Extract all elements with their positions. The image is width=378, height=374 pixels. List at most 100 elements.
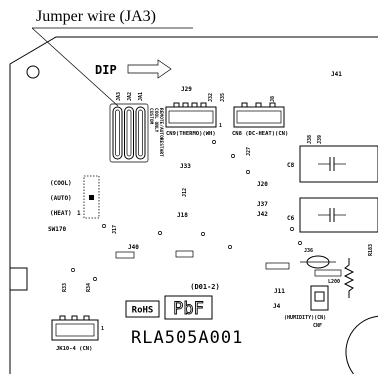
dip-label: DIP [95,63,117,77]
ref-label: J33 [180,163,191,170]
via [298,241,302,245]
capacitor-label: C6 [287,215,295,222]
ref-label: J12 [182,188,188,197]
small-parts [115,250,355,298]
resistor-zigzag [343,258,355,298]
via [212,140,216,144]
ref-label: R34 [86,283,92,292]
jumper-wire-ja1 [135,106,146,160]
jumper-wire-ja3 [112,106,123,160]
ref-label: J18 [177,212,188,219]
hollow-right-arrow-icon [127,59,172,79]
ref-label: L200 [328,279,340,285]
board-markings: (D01-2) RoHS PbF RLA505A001 [125,283,243,348]
dip-switch: (COOL) (AUTO) (HEAT) 1 SW170 [48,175,100,233]
ref-label: J11 [274,288,285,295]
ref-label: J37 [257,201,268,208]
connector-pin [200,102,207,108]
rohs-mark: RoHS [132,306,154,316]
connector-pin [173,102,180,108]
capacitor-label: C8 [287,162,295,169]
connector-pin [255,102,262,108]
thermo-connector: CN9(THERMO)(WH) 1 [165,102,222,137]
via [93,277,97,281]
capacitor-outline [299,197,378,233]
jumper-ref-ja3: JA3 [116,92,122,101]
ref-label: J29 [181,86,192,93]
rohs-box [125,300,160,318]
capacitor-c8: C8 [287,145,378,183]
smd-part [115,251,135,259]
capacitor-c6: C6 [287,197,378,233]
via [71,268,75,272]
board-part-number: RLA505A001 [131,328,243,348]
jumper-wire-ja3-inner [115,109,120,157]
smd-part [175,250,194,258]
ref-label: J32 [208,93,214,102]
dip-switch-ref: SW170 [48,226,66,233]
ref-label: R183 [368,244,374,256]
large-capacitor-outline [345,315,378,374]
connector-pin [83,315,90,321]
via [201,232,205,236]
dip-mode-heat: (HEAT) [50,210,72,217]
connector-pin [269,102,276,108]
ref-label: J40 [128,244,139,251]
revision-label: (D01-2) [190,283,220,291]
via [102,224,106,228]
ref-label: J41 [331,71,342,78]
ref-label: J42 [257,211,268,218]
humidity-connector-label: (HUMIDITY)(CN) [284,315,326,321]
dip-pin-one: 1 [77,210,81,217]
pbf-mark: PbF [173,299,204,319]
ref-label: J38 [307,135,313,144]
connector-inner [55,323,95,337]
ref-label: J17 [112,225,118,234]
dip-switch-actuator [89,195,94,200]
jumper-block: JA3 JA2 JA1 CUSTOM COOL ONLY REMOTE/AUTO… [109,92,164,163]
connector-pin [241,102,248,108]
ref-label: J8 [270,96,276,102]
bottom-left-connector-label: JK10-4 (CN) [56,346,92,352]
jumper-wire-ja1-inner [138,109,143,157]
connector-pin [59,315,66,321]
reference-designators: J41 J29 J32 J35 J8 J38 J39 J27 J33 J20 J… [62,71,374,310]
ref-label: J4 [273,303,281,310]
jumper-ref-ja1: JA1 [138,92,144,101]
smd-part [265,262,290,270]
jumper-ref-ja2: JA2 [127,92,133,101]
board-outline [9,36,378,374]
dip-indicator: DIP [95,59,172,79]
pin-one-marker: 1 [101,326,104,332]
humidity-connector-ref: CNF [313,323,322,329]
via [246,170,250,174]
connector-pin [71,315,78,321]
capacitor-outline [299,145,378,183]
ref-label: J27 [246,147,252,156]
ref-label: J20 [257,181,268,188]
vias [71,140,302,281]
jumper-function-label: REMOTE/AUTORESTART [158,108,164,157]
ref-label: R33 [62,283,68,292]
bottom-left-connector: JK10-4 (CN) 1 [51,315,104,352]
dip-mode-auto: (AUTO) [50,195,72,202]
jumper-wire-ja2-inner [126,109,132,157]
callout-label: Jumper wire (JA3) [36,8,156,25]
jumper-wire-ja2 [124,106,134,160]
connector-body [165,106,217,128]
pin-one-marker: 1 [219,123,222,129]
dip-mode-cool: (COOL) [50,180,72,187]
connector-body [51,319,99,341]
jumper-block-frame [109,103,149,163]
smd-part [314,269,342,277]
connector-body [310,285,329,311]
jumper-callout: Jumper wire (JA3) [31,8,193,107]
board-edge [9,36,378,374]
thermo-connector-label: CN9(THERMO)(WH) [166,131,216,137]
mounting-hole [26,65,40,79]
ref-label: J39 [317,135,323,144]
dip-switch-outline [83,175,100,219]
connector-inner [236,110,282,124]
ref-label: J36 [304,248,313,254]
